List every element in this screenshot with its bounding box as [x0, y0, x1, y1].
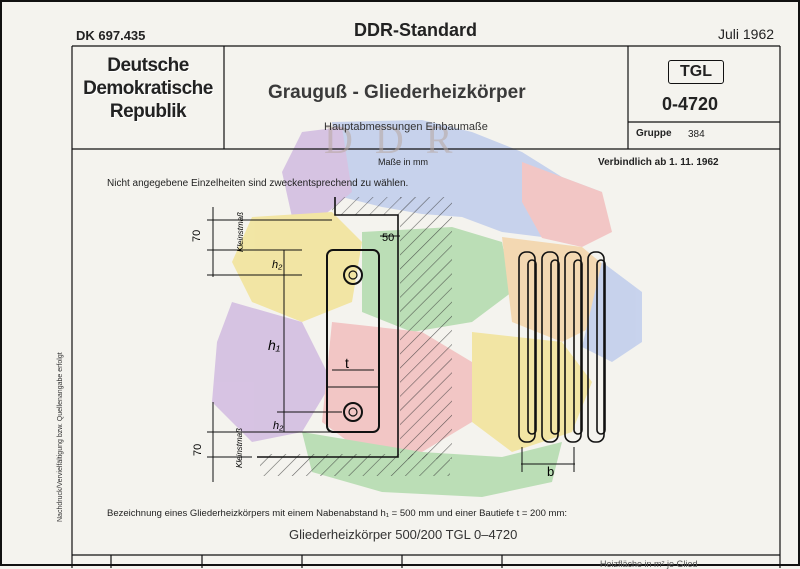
- dk-number: DK 697.435: [76, 28, 146, 43]
- effective-date: Verbindlich ab 1. 11. 1962: [598, 157, 719, 168]
- logo-line-3: Republik: [109, 101, 187, 122]
- dim-h1: h₁: [268, 337, 281, 353]
- kleinstmass-top: Kleinstmaß: [236, 212, 245, 252]
- side-note: Nachdruck/Vervielfältigung bzw. Quellena…: [57, 352, 64, 522]
- gdr-logo: Deutsche Demokratische Republik: [74, 54, 222, 123]
- general-note: Nicht angegebene Einzelheiten sind zweck…: [107, 178, 409, 189]
- table-header-fragment: Heizfläche in m² je Glied: [600, 559, 698, 569]
- dim-h2-top: h₂: [272, 259, 283, 271]
- dim-50: 50: [382, 232, 394, 244]
- dim-h2-bottom: h₂: [273, 420, 284, 432]
- map-region-north-east: [522, 162, 612, 247]
- document-subtitle: Hauptabmessungen Einbaumaße: [324, 121, 488, 133]
- dim-t: t: [345, 355, 349, 371]
- dim-70-top: 70: [191, 230, 203, 242]
- dim-b: b: [547, 464, 554, 479]
- dim-70-bottom: 70: [192, 444, 204, 456]
- issue-date: Juli 1962: [718, 26, 775, 42]
- kleinstmass-bottom: Kleinstmaß: [235, 428, 244, 468]
- map-region-mid-west: [232, 212, 362, 322]
- radiator-side-view: [518, 251, 606, 443]
- standard-title: DDR-Standard: [354, 20, 478, 40]
- designation-example: Gliederheizkörper 500/200 TGL 0–4720: [289, 527, 518, 542]
- logo-line-1: Deutsche: [107, 55, 189, 76]
- wall-section: [257, 197, 452, 476]
- map-region-south-west: [212, 302, 332, 442]
- dimension-lines: [207, 207, 575, 482]
- tgl-number: 0-4720: [662, 94, 719, 114]
- logo-line-2: Demokratische: [83, 78, 213, 99]
- designation-text: Bezeichnung eines Gliederheizkörpers mit…: [107, 508, 567, 519]
- watermark: DDR: [324, 117, 475, 162]
- units-note: Maße in mm: [378, 157, 429, 167]
- map-region-south-east: [472, 332, 592, 452]
- map-region-mid-east: [502, 237, 612, 342]
- tgl-label: TGL: [668, 60, 724, 84]
- radiator-front-view: [326, 249, 380, 433]
- gruppe-label: Gruppe: [636, 128, 672, 139]
- gruppe-value: 384: [688, 129, 705, 140]
- document-title: Grauguß - Gliederheizkörper: [268, 82, 526, 103]
